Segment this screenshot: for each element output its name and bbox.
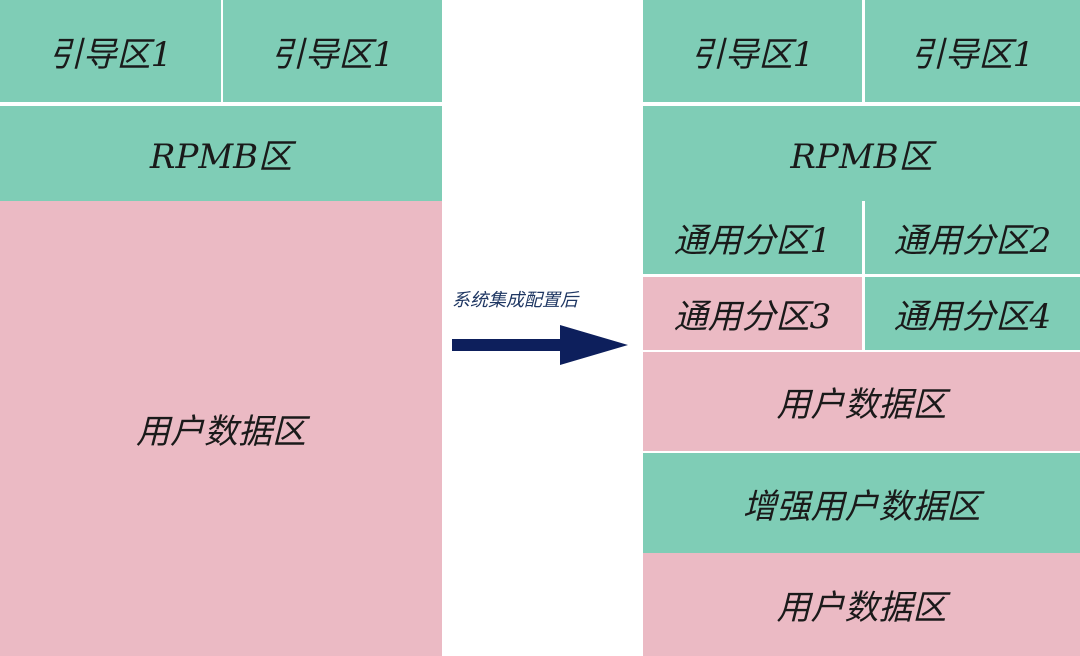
right-arrow-icon xyxy=(452,325,628,365)
left-rpmb-partition: RPMB区 xyxy=(0,106,442,201)
right-user-data-area-1: 用户数据区 xyxy=(643,352,1080,451)
general-partition-2: 通用分区2 xyxy=(865,201,1080,274)
left-boot-partition-1: 引导区1 xyxy=(0,0,221,102)
right-rpmb-partition: RPMB区 xyxy=(643,106,1080,201)
right-boot-partition-2: 引导区1 xyxy=(865,0,1080,102)
enhanced-user-data-area: 增强用户数据区 xyxy=(643,453,1080,553)
arrow-label: 系统集成配置后 xyxy=(452,290,578,311)
general-partition-3: 通用分区3 xyxy=(643,277,862,350)
arrow-shape xyxy=(452,325,628,365)
left-user-data-area: 用户数据区 xyxy=(0,201,442,656)
general-partition-1: 通用分区1 xyxy=(643,201,862,274)
right-user-data-area-2: 用户数据区 xyxy=(643,553,1080,656)
general-partition-4: 通用分区4 xyxy=(865,277,1080,350)
right-boot-partition-1: 引导区1 xyxy=(643,0,862,102)
left-boot-partition-2: 引导区1 xyxy=(223,0,442,102)
